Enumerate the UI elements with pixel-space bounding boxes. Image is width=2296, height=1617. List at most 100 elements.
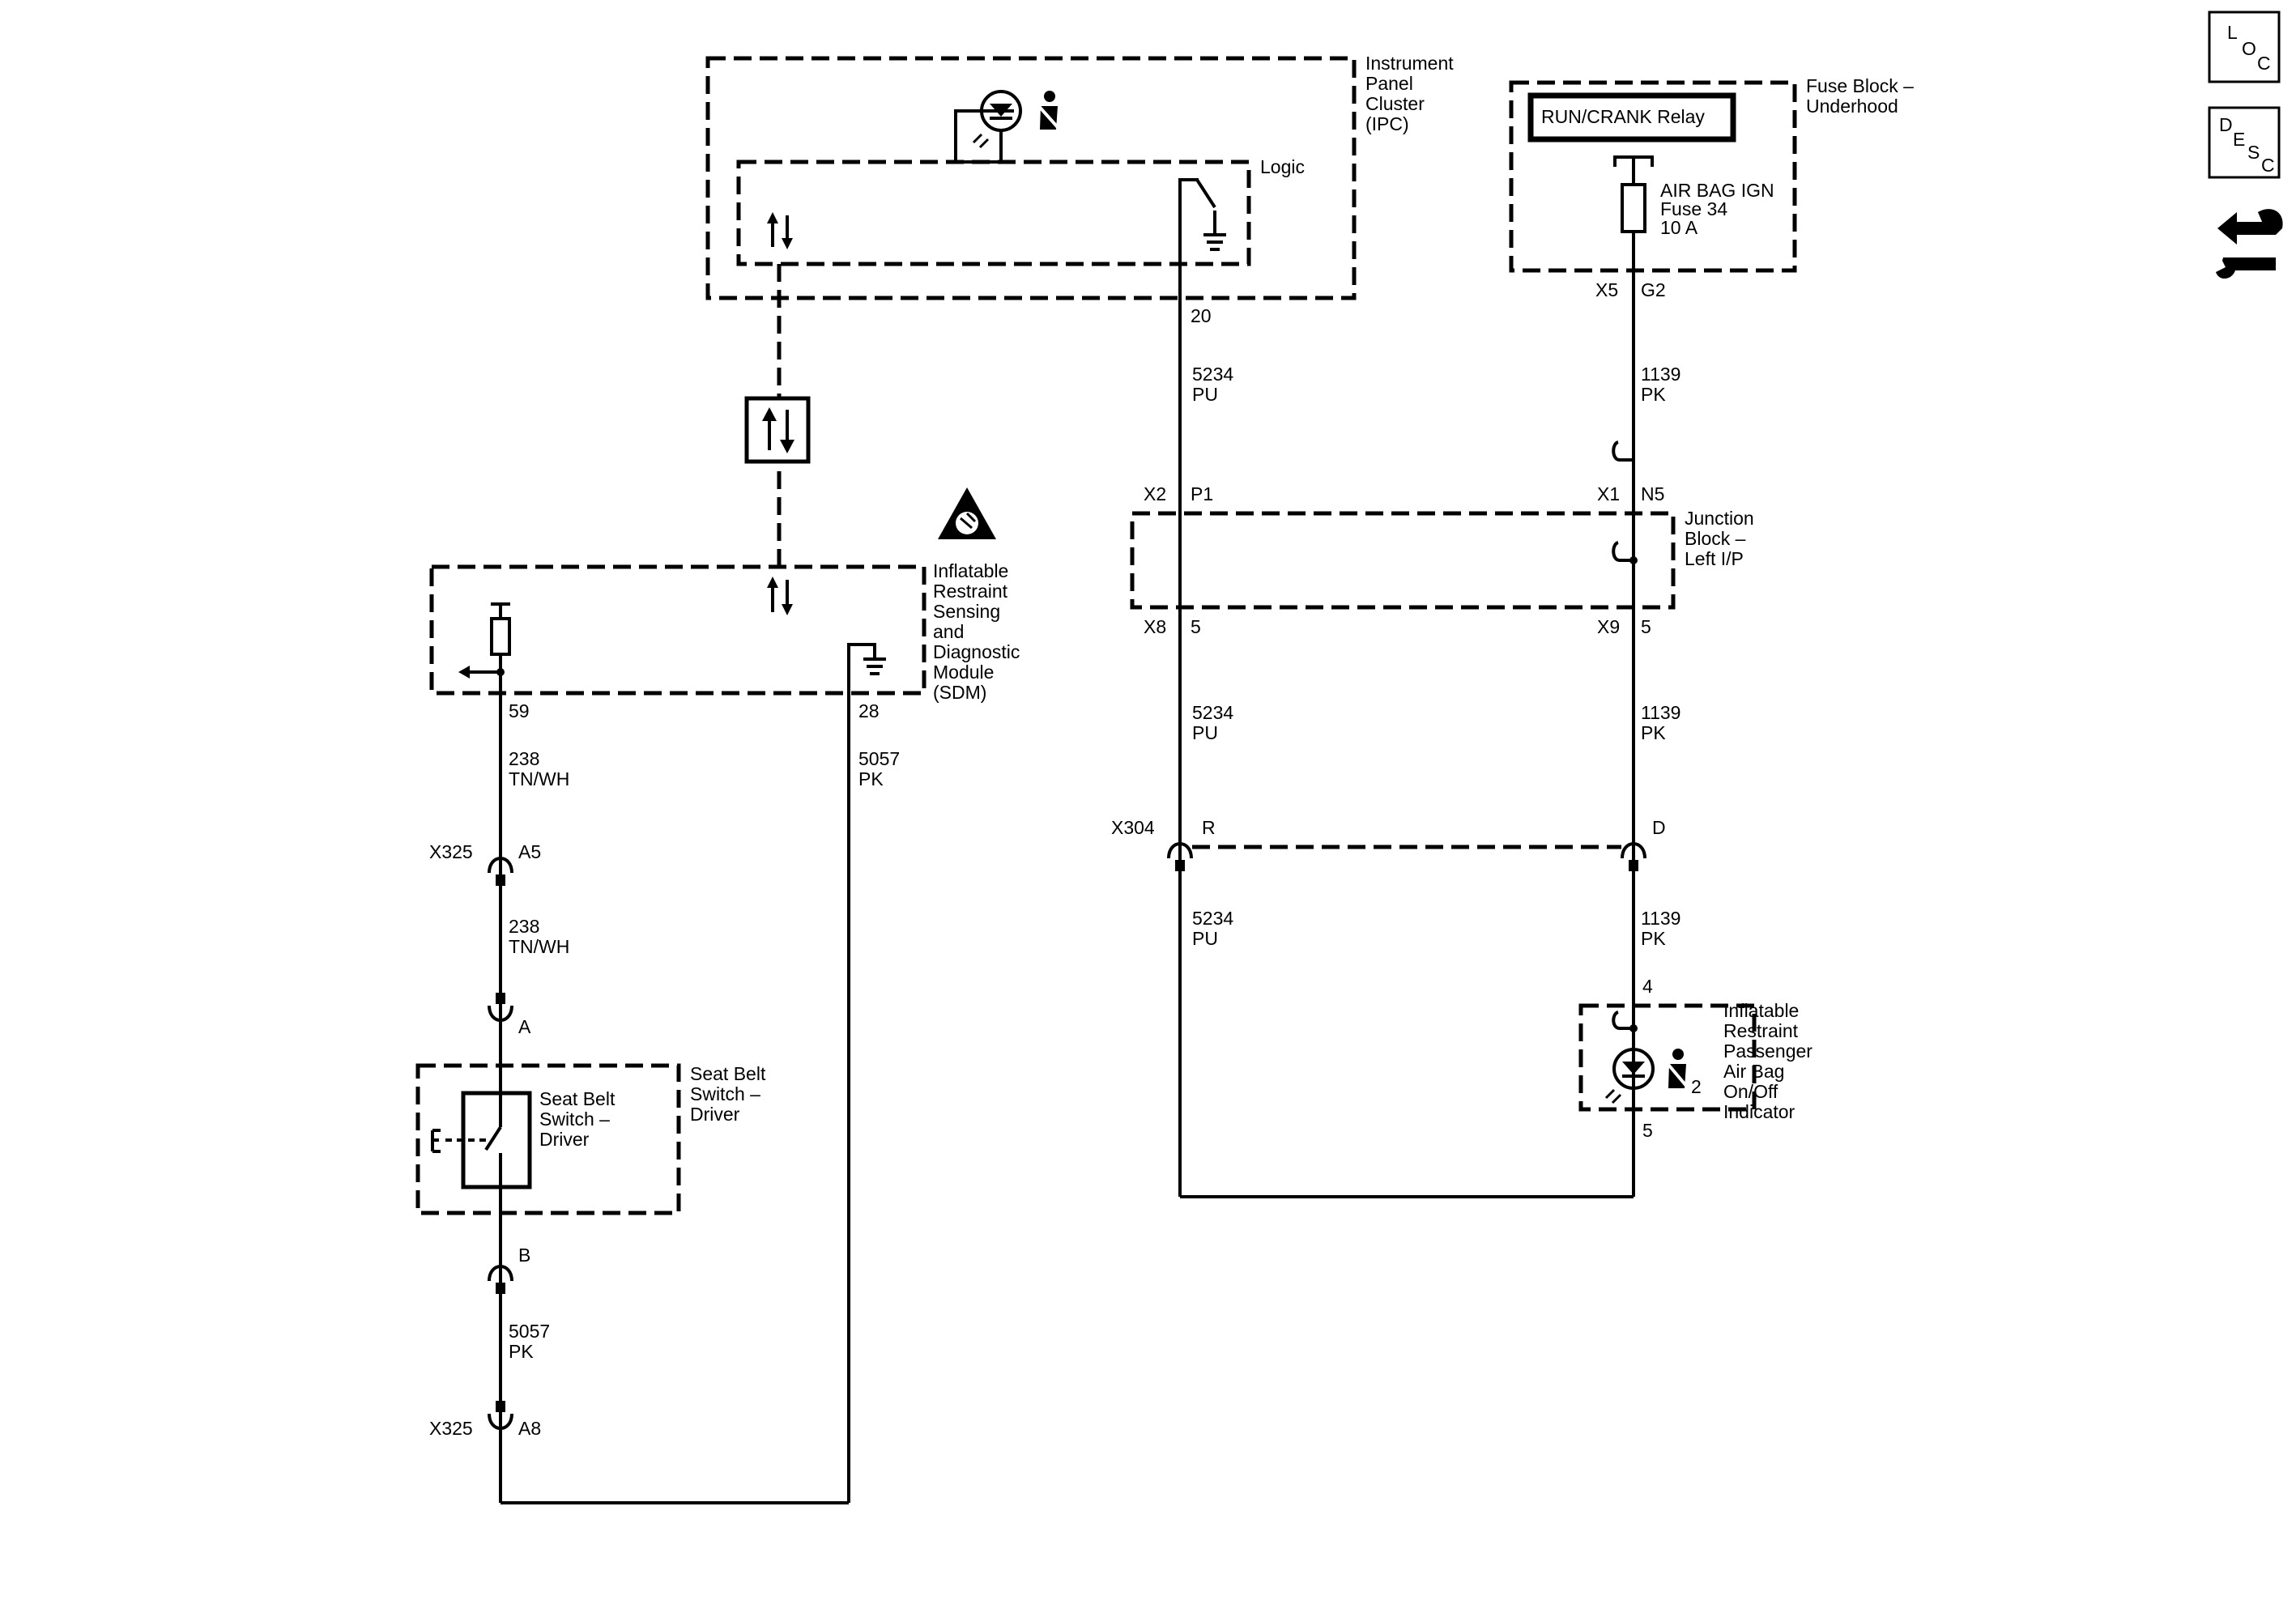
run-crank-relay — [1527, 92, 1736, 143]
junction-pin-p1: P1 — [1191, 483, 1213, 504]
wire-238-circuit-1: 238 — [509, 748, 539, 769]
connector-seat-a: A — [488, 993, 531, 1037]
pass-title-1: Inflatable — [1723, 1000, 1799, 1021]
desc-letter-c: C — [2261, 155, 2275, 176]
x304-pin-d: D — [1652, 817, 1666, 838]
airbag-warning-icon — [938, 487, 996, 539]
loc-letter-o: O — [2242, 38, 2256, 59]
data-comm-icon — [767, 212, 793, 249]
pass-pin-4: 4 — [1642, 976, 1653, 997]
pass-title-5: On/Off — [1723, 1081, 1778, 1102]
x304-pin-r: R — [1202, 817, 1216, 838]
junction-block: Junction Block – Left I/P X2 P1 X1 N5 X8… — [1130, 483, 1754, 637]
wire-238-color-2: TN/WH — [509, 936, 569, 957]
ipc-module: Instrument Panel Cluster (IPC) Logic — [705, 53, 1454, 300]
ipc-title-line-1: Instrument — [1365, 53, 1454, 74]
logic-switch-icon — [1178, 178, 1216, 278]
sdm-title-6: Module — [933, 662, 994, 683]
sbs-inner-1: Seat Belt — [539, 1088, 616, 1109]
wire-5234-color-1: PU — [1192, 384, 1218, 405]
wire-1139-color-1: PK — [1641, 384, 1666, 405]
sdm-module: Inflatable Restraint Sensing and Diagnos… — [429, 487, 1020, 1503]
junction-conn-x1: X1 — [1597, 483, 1620, 504]
wire-5234-color-3: PU — [1192, 928, 1218, 949]
ipc-title-line-4: (IPC) — [1365, 113, 1409, 134]
connector-x304: X304 R D — [1111, 817, 1666, 871]
pass-pin-5: 5 — [1642, 1120, 1653, 1141]
pass-sub-number: 2 — [1691, 1076, 1702, 1097]
relay-label: RUN/CRANK Relay — [1541, 106, 1705, 127]
sdm-title-5: Diagnostic — [933, 641, 1020, 662]
x325-pin-a5: A5 — [518, 841, 541, 862]
wire-5057-circuit-2: 5057 — [509, 1321, 550, 1342]
seatbelt-icon — [1035, 91, 1064, 134]
x325-pin-a8: A8 — [518, 1418, 541, 1439]
connector-seat-b: B — [488, 1245, 530, 1294]
x304-label: X304 — [1111, 817, 1155, 838]
wire-1139-circuit-1: 1139 — [1641, 364, 1680, 385]
desc-letter-d: D — [2219, 114, 2233, 135]
splice-hook-top — [1612, 440, 1634, 462]
fuse-conn-g2: G2 — [1641, 279, 1666, 300]
junction-pin-5-right: 5 — [1641, 616, 1651, 637]
wire-5057-circuit-1: 5057 — [858, 748, 900, 769]
wire-1139-circuit-2: 1139 — [1641, 702, 1680, 723]
x325-label-top: X325 — [429, 841, 473, 862]
wire-5234-circuit-2: 5234 — [1192, 702, 1233, 723]
junction-pin-5-left: 5 — [1191, 616, 1201, 637]
seat-pin-a: A — [518, 1016, 531, 1037]
loc-letter-l: L — [2227, 22, 2238, 43]
junction-title-2: Block – — [1685, 528, 1746, 549]
ipc-pin-20: 20 — [1191, 305, 1212, 326]
wire-238-circuit-2: 238 — [509, 916, 539, 937]
fuse-34 — [1621, 183, 1646, 233]
fuse-block-title-2: Underhood — [1806, 96, 1898, 117]
passenger-airbag-indicator: 4 5 Inflatable Restraint Passenger Air B… — [1578, 976, 1813, 1141]
sdm-title-4: and — [933, 621, 964, 642]
pass-title-3: Passenger — [1723, 1040, 1813, 1062]
desc-letter-s: S — [2247, 142, 2260, 163]
serial-data-icon — [744, 396, 811, 464]
ground-icon — [1203, 233, 1226, 251]
wire-1139-circuit-3: 1139 — [1641, 908, 1680, 929]
wire-5234-color-2: PU — [1192, 722, 1218, 743]
junction-conn-x9: X9 — [1597, 616, 1620, 637]
passenger-seatbelt-icon — [1663, 1049, 1693, 1093]
sbs-inner-2: Switch – — [539, 1108, 610, 1130]
connector-x325-a8: X325 A8 — [429, 1401, 541, 1439]
sdm-pin-59: 59 — [509, 700, 530, 721]
pass-title-4: Air Bag — [1723, 1061, 1784, 1082]
seat-belt-switch: Seat Belt Switch – Driver Seat Belt Swit… — [415, 1063, 766, 1215]
sdm-data-comm-icon — [767, 577, 793, 615]
sbs-inner-3: Driver — [539, 1129, 590, 1150]
sdm-title-3: Sensing — [933, 601, 1000, 622]
seat-pin-b: B — [518, 1245, 530, 1266]
fuse-label-1: AIR BAG IGN — [1660, 180, 1774, 201]
desc-letter-e: E — [2233, 129, 2245, 150]
sdm-ground-icon — [863, 657, 886, 675]
fuse-block-title-1: Fuse Block – — [1806, 75, 1914, 96]
desc-button[interactable]: D E S C — [2208, 106, 2281, 179]
ipc-logic-label: Logic — [1260, 156, 1305, 177]
sdm-title-1: Inflatable — [933, 560, 1008, 581]
pass-title-6: Indicator — [1723, 1101, 1795, 1122]
pass-title-2: Restraint — [1723, 1020, 1799, 1041]
connector-x325-a5: X325 A5 — [429, 841, 541, 886]
ipc-title-line-3: Cluster — [1365, 93, 1425, 114]
wire-5234-circuit-3: 5234 — [1192, 908, 1233, 929]
ipc-title-line-2: Panel — [1365, 73, 1413, 94]
wrench-icon[interactable] — [2216, 209, 2283, 279]
sbs-outer-1: Seat Belt — [690, 1063, 766, 1084]
junction-conn-x8: X8 — [1144, 616, 1166, 637]
fuse-conn-x5: X5 — [1595, 279, 1618, 300]
wire-1139-color-2: PK — [1641, 722, 1666, 743]
fuse-block: Fuse Block – Underhood RUN/CRANK Relay A… — [1509, 75, 1914, 1197]
fuse-label-3: 10 A — [1660, 217, 1698, 238]
loc-button[interactable]: L O C — [2208, 11, 2281, 83]
sbs-outer-2: Switch – — [690, 1083, 760, 1104]
sdm-title-2: Restraint — [933, 581, 1008, 602]
wire-5234-circuit-1: 5234 — [1192, 364, 1233, 385]
sdm-pin-28: 28 — [858, 700, 880, 721]
wire-238-color-1: TN/WH — [509, 768, 569, 789]
